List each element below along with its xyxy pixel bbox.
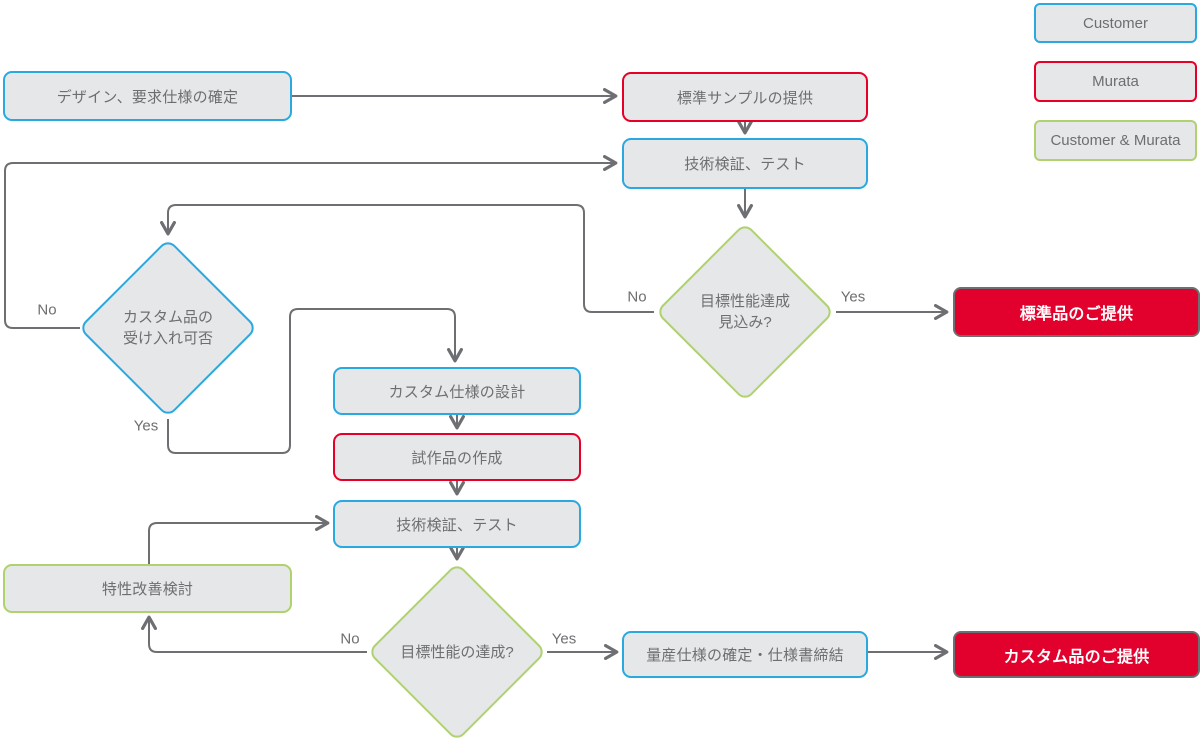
node-custom-design-label: カスタム仕様の設計 xyxy=(388,383,526,401)
node-target-achieved-diamond: 目標性能の達成? xyxy=(367,562,547,742)
node-standard-sample-box: 標準サンプルの提供 xyxy=(622,72,868,122)
node-standard-sample-label: 標準サンプルの提供 xyxy=(676,89,814,107)
edge-improve-to-tech-test-mid xyxy=(148,515,330,564)
legend-customer: Customer xyxy=(1034,3,1197,43)
node-tech-test-mid-box: 技術検証、テスト xyxy=(333,500,581,548)
legend-customer-and-murata: Customer & Murata xyxy=(1034,120,1197,161)
node-improve-box: 特性改善検討 xyxy=(3,564,292,613)
legend-murata-label: Murata xyxy=(1092,73,1139,90)
node-custom-offer-box: カスタム品のご提供 xyxy=(953,631,1200,678)
legend-customer-and-murata-label: Customer & Murata xyxy=(1050,132,1181,149)
legend-customer-label: Customer xyxy=(1082,14,1149,32)
branch-label-custom-accept-yes: Yes xyxy=(133,417,159,435)
node-prototype-label: 試作品の作成 xyxy=(411,449,503,467)
edge-custom-accept-yes-to-custom-design xyxy=(167,308,463,454)
edge-custom-accept-no-to-tech-test-top xyxy=(4,155,618,329)
node-mass-spec-label: 量産仕様の確定・仕様書締結 xyxy=(646,647,844,664)
node-custom-design-box: カスタム仕様の設計 xyxy=(333,367,581,415)
node-target-achieved-label: 目標性能の達成? xyxy=(400,643,514,661)
branch-label-custom-accept-no: No xyxy=(37,301,57,319)
node-prototype-box: 試作品の作成 xyxy=(333,433,581,481)
node-design-label: デザイン、要求仕様の確定 xyxy=(56,88,239,106)
node-tech-test-top-label: 技術検証、テスト xyxy=(684,156,806,173)
node-custom-offer-label: カスタム品のご提供 xyxy=(1003,648,1150,666)
node-tech-test-mid-label: 技術検証、テスト xyxy=(396,516,518,534)
edge-target-achieved-no-to-improve xyxy=(141,615,367,653)
node-custom-accept-diamond: カスタム品の 受け入れ可否 xyxy=(78,238,258,418)
node-target-prospect-label: 目標性能達成 見込み? xyxy=(699,293,790,331)
node-standard-offer-box: 標準品のご提供 xyxy=(953,287,1200,337)
legend-murata: Murata xyxy=(1034,61,1197,102)
node-standard-offer-label: 標準品のご提供 xyxy=(1019,306,1134,323)
edge-target-prospect-no-to-custom-accept xyxy=(160,204,654,313)
branch-label-target-achieved-yes: Yes xyxy=(551,630,577,648)
node-improve-label: 特性改善検討 xyxy=(101,581,194,598)
node-mass-spec-box: 量産仕様の確定・仕様書締結 xyxy=(622,631,868,678)
branch-label-target-prospect-no: No xyxy=(627,288,647,306)
node-custom-accept-label: カスタム品の 受け入れ可否 xyxy=(122,309,213,347)
node-target-prospect-diamond: 目標性能達成 見込み? xyxy=(655,222,835,402)
branch-label-target-prospect-yes: Yes xyxy=(840,288,866,306)
node-tech-test-top-box: 技術検証、テスト xyxy=(622,138,868,189)
branch-label-target-achieved-no: No xyxy=(340,630,360,648)
node-design-box: デザイン、要求仕様の確定 xyxy=(3,71,292,121)
